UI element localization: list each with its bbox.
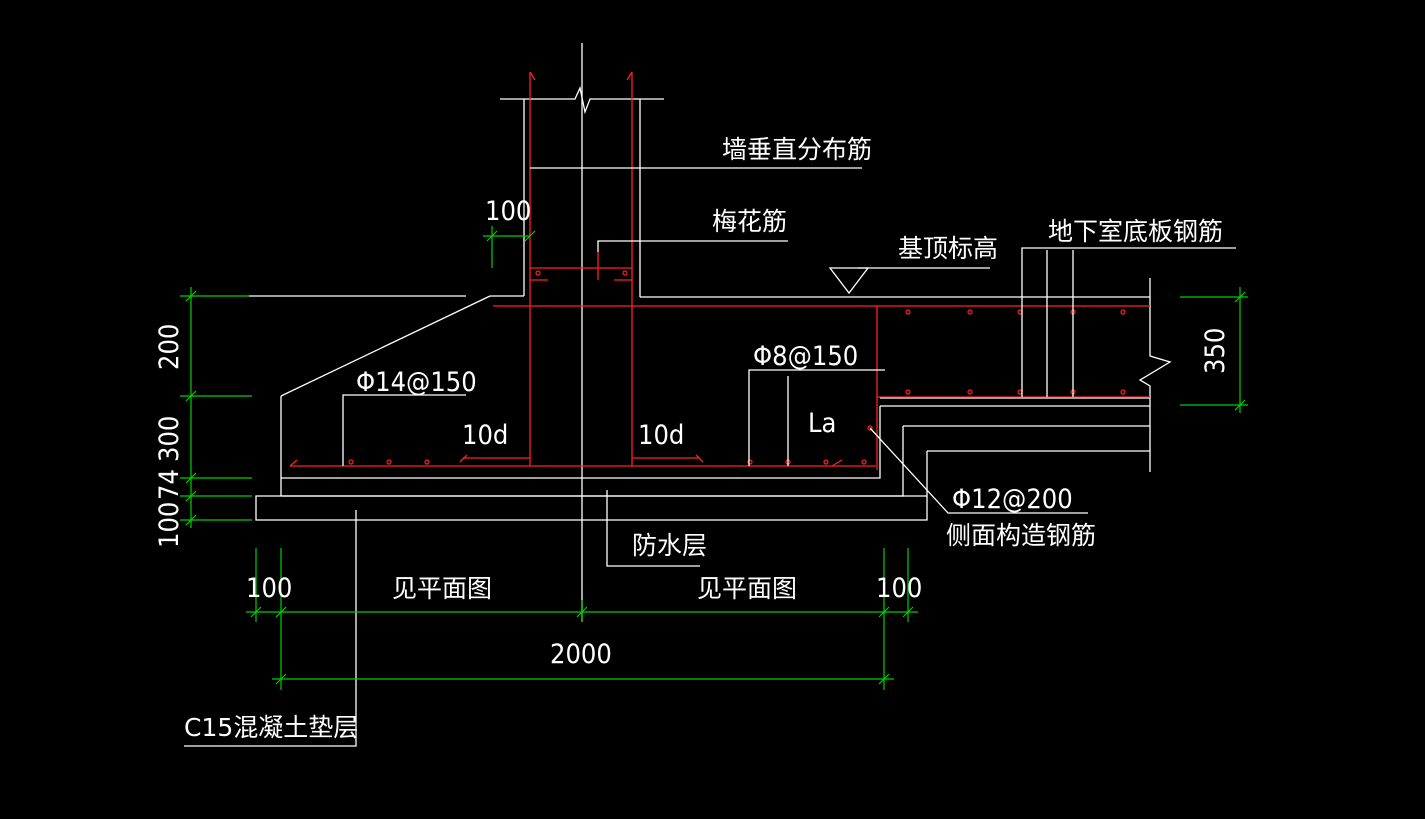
- leader-side-rebar: [869, 427, 1088, 514]
- dim-slash: [275, 606, 287, 618]
- rebar-dot: [905, 309, 911, 315]
- dim-slash: [185, 390, 197, 402]
- label-hook-left: 10d: [462, 420, 508, 451]
- dim-text-cushion-thickness: 100: [154, 502, 185, 548]
- rebar-dot: [967, 309, 973, 315]
- text-labels: 墙垂直分布筋 梅花筋 基顶标高 地下室底板钢筋 Φ14@150 Φ8@150 L…: [154, 135, 1231, 742]
- dim-slash: [878, 606, 890, 618]
- dim-slash: [1234, 291, 1246, 303]
- label-hook-right: 10d: [638, 420, 684, 451]
- concrete-outline: [255, 43, 1172, 622]
- leader-cushion: [184, 510, 357, 747]
- footing-bottom-face: [281, 406, 881, 479]
- rebar-group: [289, 71, 1150, 470]
- wall-rebar-right-hook: [626, 71, 633, 81]
- rebar-dot: [823, 459, 829, 465]
- dim-text-slab-thickness: 350: [1200, 328, 1231, 374]
- rebar-dot: [905, 389, 911, 395]
- wall-hook-right-tip: [695, 454, 704, 463]
- leader-basement-rebar: [1021, 247, 1236, 397]
- footing-slope: [280, 295, 491, 397]
- rebar-dot: [424, 459, 430, 465]
- dim-slash: [275, 673, 287, 685]
- dim-slash: [185, 472, 197, 484]
- dim-text-right-offset: 100: [876, 573, 922, 604]
- dim-slash: [878, 673, 890, 685]
- rebar-dot: [535, 270, 541, 276]
- footing-rebar-hook-left: [289, 459, 298, 467]
- dim-slash: [250, 606, 262, 618]
- leader-plum-rebar: [597, 240, 788, 252]
- label-anchor-length: La: [808, 408, 836, 439]
- label-basement-slab-rebar: 地下室底板钢筋: [1048, 217, 1223, 246]
- dim-text-left-offset: 100: [246, 573, 292, 604]
- rebar-dot: [386, 459, 392, 465]
- rebar-dot: [861, 459, 867, 465]
- wall-rebar-left-hook: [529, 71, 536, 81]
- label-bottom-rebar: Φ14@150: [356, 367, 477, 398]
- dim-slash: [1234, 399, 1246, 411]
- label-plum-rebar: 梅花筋: [712, 207, 787, 236]
- leader-bottom-rebar: [342, 394, 466, 466]
- dim-text-wall-cover: 100: [485, 196, 531, 227]
- cushion-layer: [255, 451, 928, 521]
- label-see-plan-left: 见平面图: [392, 574, 492, 603]
- label-side-rebar: 侧面构造钢筋: [946, 521, 1096, 550]
- dimension-lines: [180, 226, 1248, 690]
- dim-slash: [524, 230, 536, 242]
- slab-break-line: [1138, 278, 1172, 472]
- rebar-dot: [1120, 389, 1126, 395]
- label-side-rebar-spec: Φ12@200: [952, 484, 1073, 515]
- dim-slash: [185, 490, 197, 502]
- label-stirrup-rebar: Φ8@150: [753, 341, 858, 372]
- dim-slash: [185, 290, 197, 302]
- rebar-dot: [622, 270, 628, 276]
- leader-lines: [184, 167, 1236, 747]
- dim-text-slope-height: 200: [154, 324, 185, 370]
- label-wall-vertical-rebar: 墙垂直分布筋: [722, 135, 872, 164]
- rebar-dot: [867, 425, 873, 431]
- dim-text-base-thickness: 300: [154, 416, 185, 462]
- leader-waterproof: [606, 490, 700, 567]
- dim-text-cover-74: 74: [154, 469, 185, 500]
- leader-stirrup-rebar: [748, 369, 885, 466]
- dim-slash: [576, 606, 588, 618]
- label-waterproof: 防水层: [632, 531, 707, 560]
- label-foundation-top-elev: 基顶标高: [898, 234, 998, 263]
- elevation-triangle: [828, 267, 870, 295]
- dim-slash: [902, 606, 914, 618]
- rebar-dot: [348, 459, 354, 465]
- rebar-dot: [1120, 309, 1126, 315]
- dim-slash: [185, 514, 197, 526]
- footing-rebar-hook-right: [831, 459, 843, 467]
- dim-slash: [486, 230, 498, 242]
- rebar-dot: [747, 459, 753, 465]
- label-see-plan-right: 见平面图: [697, 574, 797, 603]
- rebar-dot: [967, 389, 973, 395]
- dim-text-total-width: 2000: [550, 639, 612, 670]
- label-cushion: C15混凝土垫层: [184, 713, 358, 742]
- wall-hook-left-tip: [459, 454, 468, 463]
